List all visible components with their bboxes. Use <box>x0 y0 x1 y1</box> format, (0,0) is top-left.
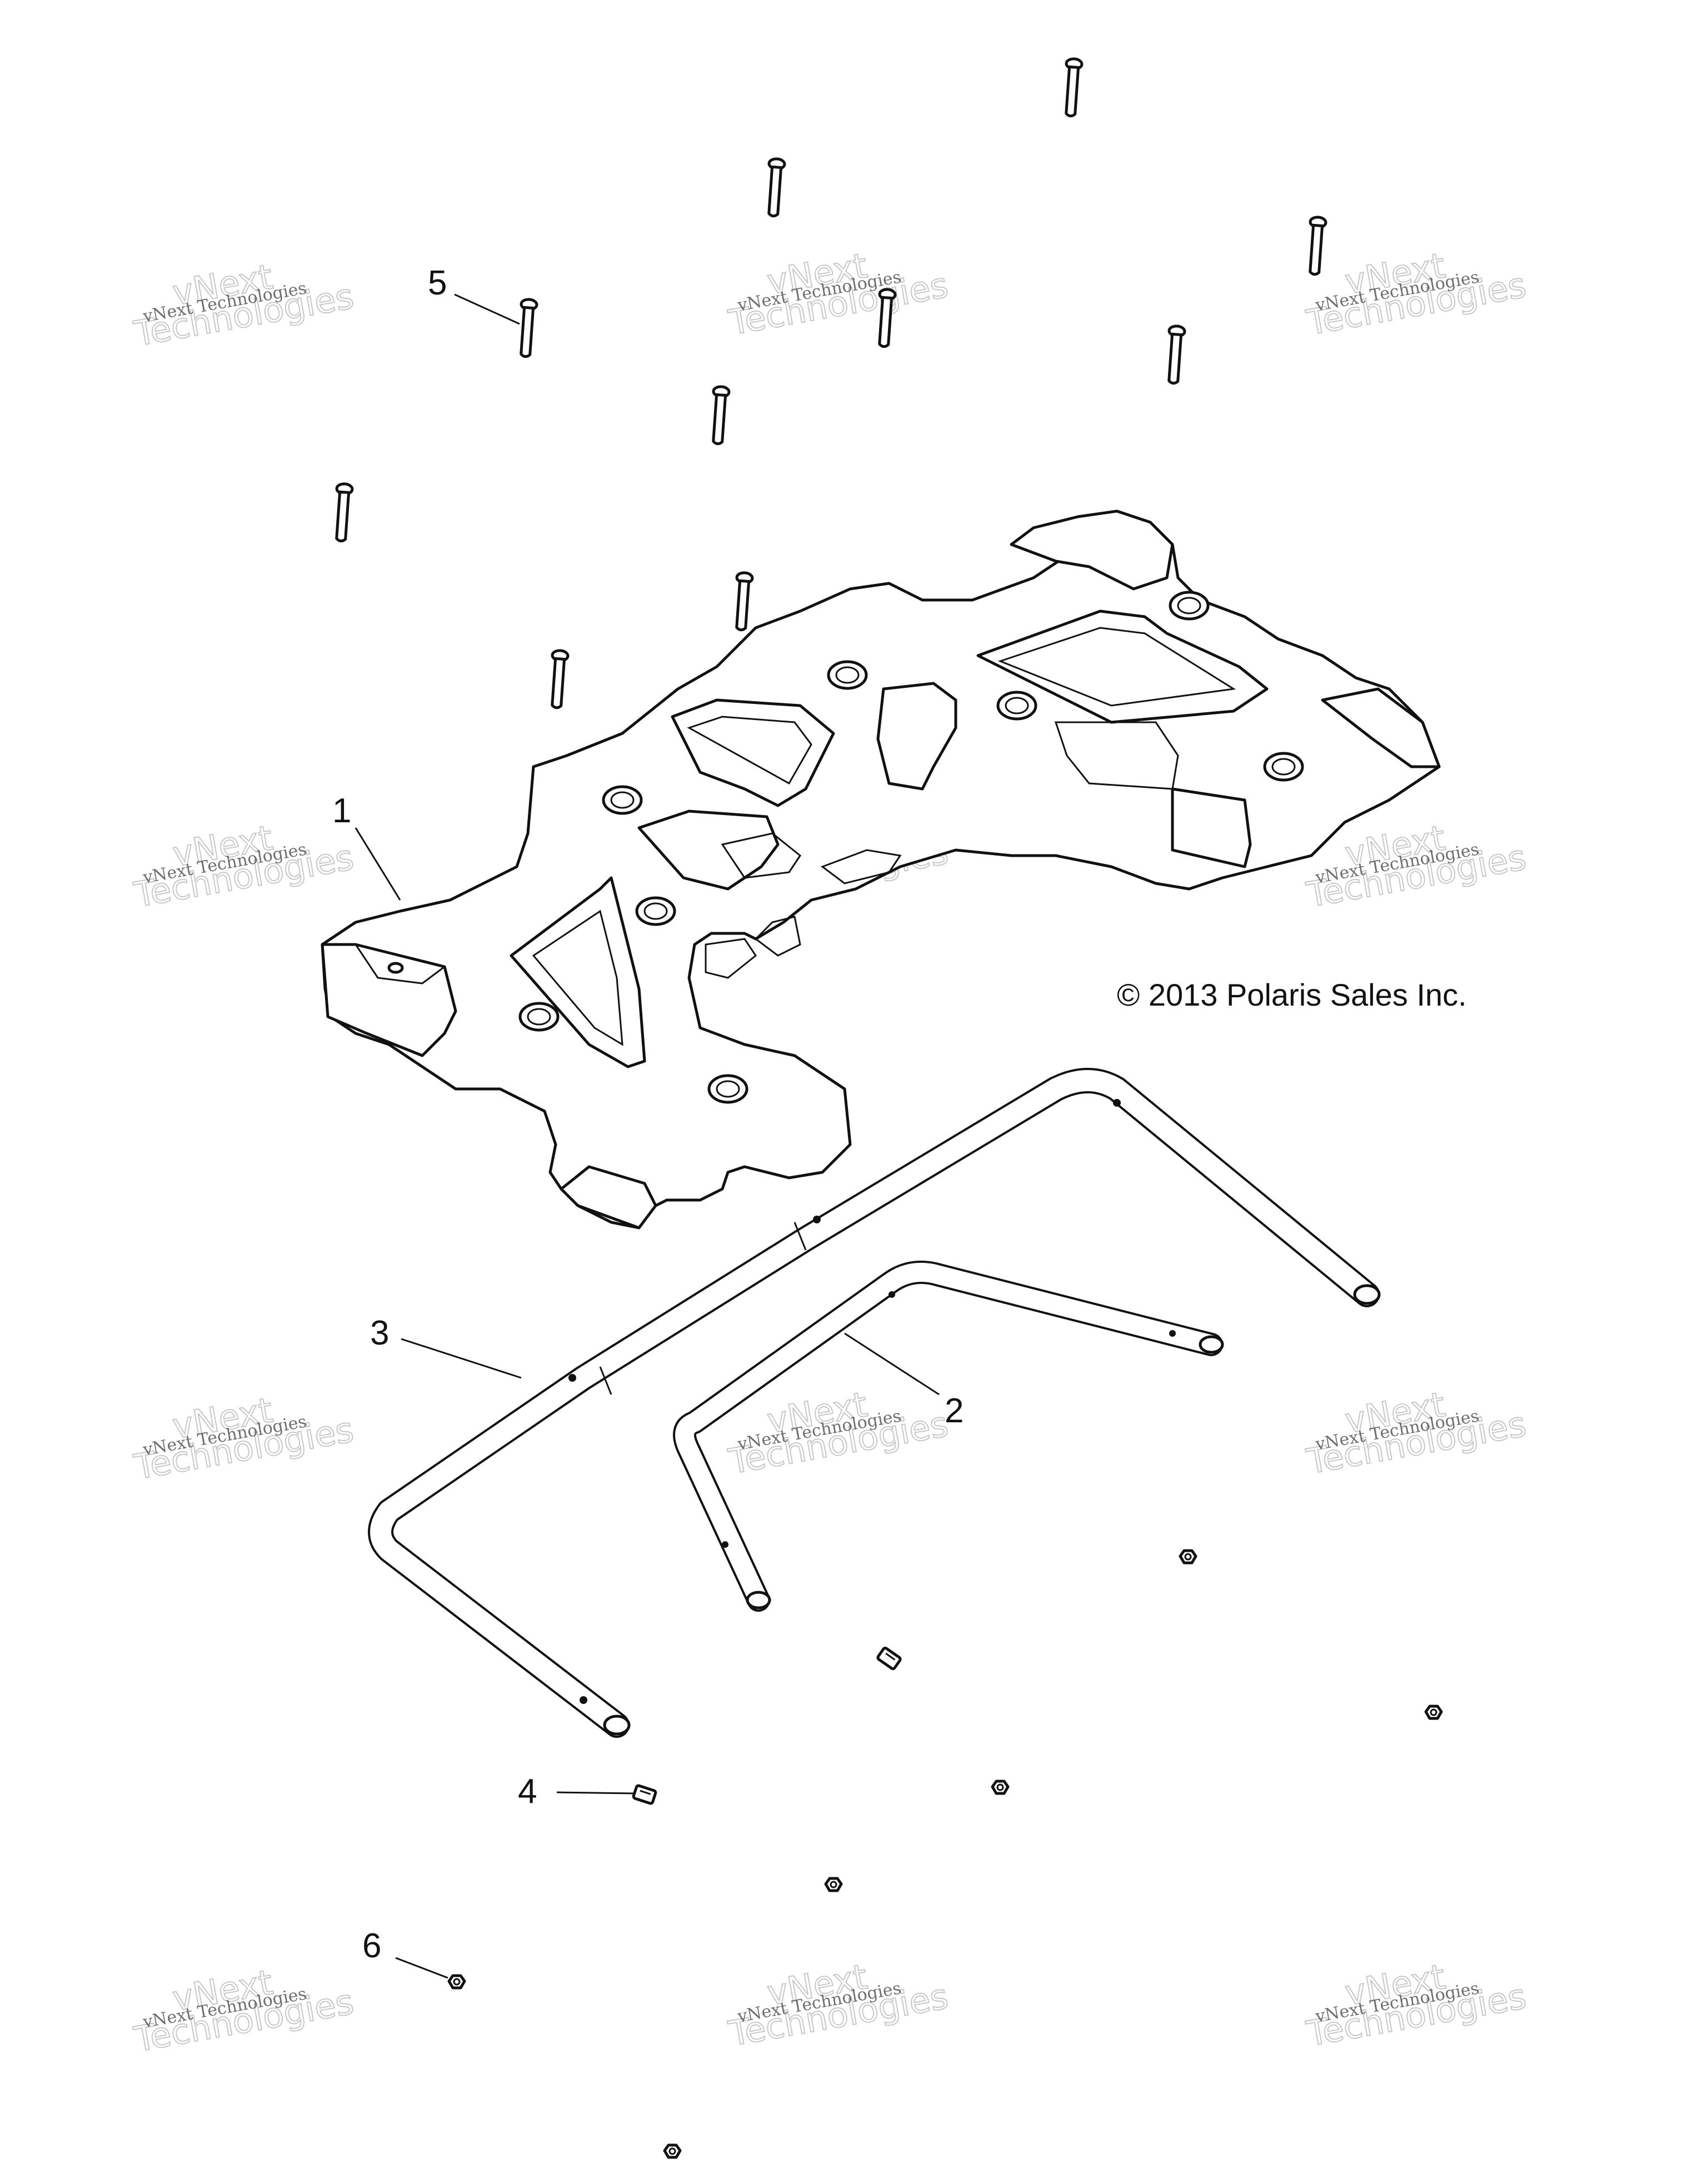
nut <box>663 2143 682 2159</box>
bolt <box>767 157 786 218</box>
watermark-lowmid-right: vNext Technologies vNext Technologies <box>1303 1383 1530 1482</box>
leader-line-1 <box>355 827 401 901</box>
watermark-bottom-right: vNext Technologies vNext Technologies <box>1303 1956 1530 2055</box>
rack-outline <box>321 509 1441 1230</box>
copyright-notice: © 2013 Polaris Sales Inc. <box>1117 977 1467 1012</box>
callout-1: 1 <box>332 792 351 830</box>
clip-nut <box>876 1646 902 1671</box>
bolt <box>712 385 731 446</box>
inner-tube-2 <box>673 1261 1224 1612</box>
bolt <box>551 649 570 709</box>
watermark-bottom-left: vNext Technologies vNext Technologies <box>131 1961 357 2060</box>
watermark-mid-left: vNext Technologies vNext Technologies <box>131 817 357 916</box>
bolt <box>335 482 354 543</box>
watermark-lowmid-left: vNext Technologies vNext Technologies <box>131 1389 357 1488</box>
bolt <box>1167 324 1186 385</box>
leader-line-5 <box>454 293 520 325</box>
leader-line-4 <box>556 1791 635 1795</box>
bolt <box>520 298 538 358</box>
callout-3: 3 <box>370 1314 389 1352</box>
watermark-top-left: vNext Technologies vNext Technologies <box>131 256 357 354</box>
callout-6: 6 <box>362 1927 381 1965</box>
watermark-bottom-center: vNext Technologies vNext Technologies <box>725 1956 952 2055</box>
leader-line-2 <box>844 1332 940 1396</box>
bolt <box>735 571 754 632</box>
nut <box>991 1780 1010 1795</box>
leader-line-6 <box>395 1957 448 1979</box>
nut-6-group <box>447 1549 1443 2159</box>
callout-2: 2 <box>945 1392 964 1430</box>
bolt <box>878 288 897 348</box>
clip-nut-4-group <box>632 1646 902 1805</box>
clip-nut <box>632 1784 657 1805</box>
rack-1 <box>321 509 1441 1230</box>
rack-holes <box>518 591 1304 1104</box>
leader-line-3 <box>401 1338 522 1379</box>
callout-5: 5 <box>428 264 447 302</box>
bolt-5-group <box>335 57 1327 709</box>
bolt <box>1309 216 1327 276</box>
watermark-top-center: vNext Technologies vNext Technologies <box>725 244 952 343</box>
leader-lines <box>355 293 940 1979</box>
nut <box>824 1877 843 1892</box>
callout-4: 4 <box>518 1772 537 1811</box>
nut <box>447 1974 466 1990</box>
watermark-top-right: vNext Technologies vNext Technologies <box>1303 244 1530 343</box>
nut <box>1424 1705 1443 1720</box>
outer-tube-3 <box>368 1068 1381 1738</box>
nut <box>1179 1549 1197 1565</box>
bolt <box>1065 57 1084 118</box>
